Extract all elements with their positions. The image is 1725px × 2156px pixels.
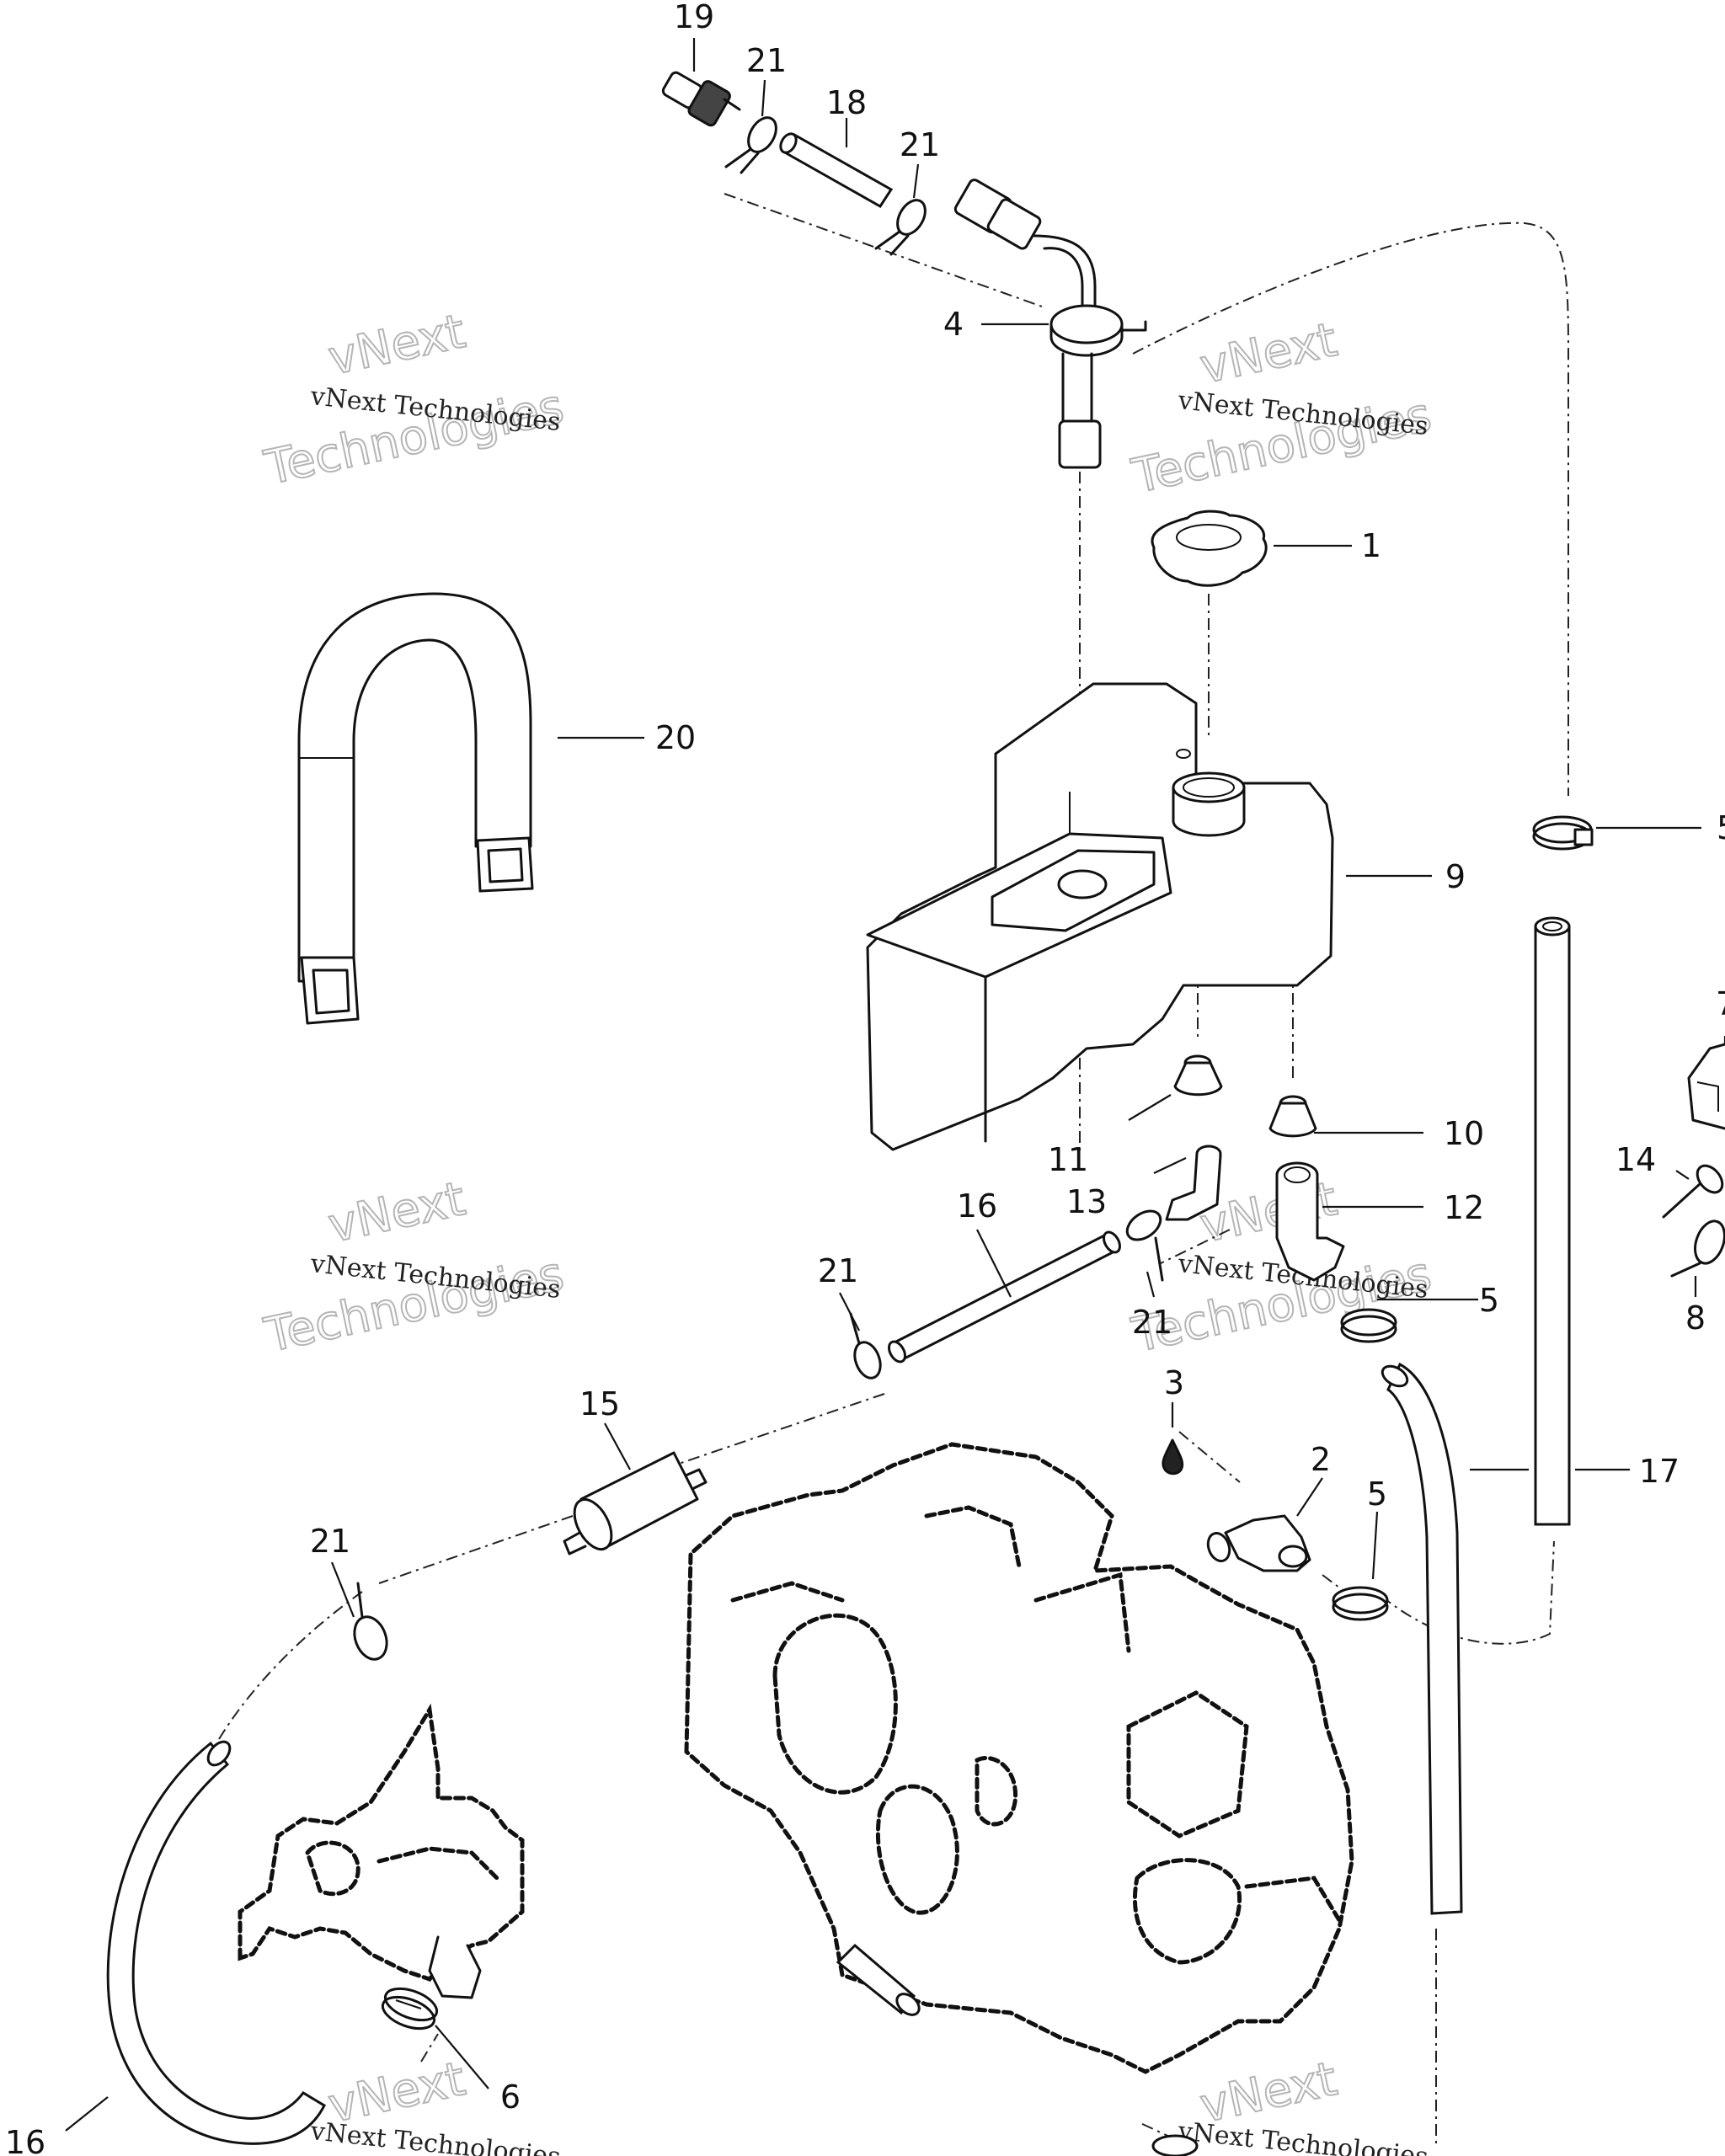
watermark-top-right: vNext Technologies vNext Technologies bbox=[1126, 312, 1436, 505]
callout-2: 2 bbox=[1311, 1441, 1331, 1478]
callout-6: 6 bbox=[500, 2079, 521, 2116]
clip-14 bbox=[1662, 1164, 1724, 1219]
callout-16: 16 bbox=[5, 2124, 45, 2156]
oil-tank-9 bbox=[866, 682, 1334, 1151]
routing-lines bbox=[218, 193, 1569, 2143]
hose-17-bent bbox=[1381, 1362, 1463, 1915]
hose-17 bbox=[1534, 916, 1571, 1526]
callout-4: 4 bbox=[943, 306, 964, 343]
callout-20: 20 bbox=[655, 719, 696, 756]
clamp-5-mid bbox=[1340, 1308, 1397, 1343]
hose-16-curved bbox=[106, 1740, 326, 2145]
watermark-text: vNext Technologies bbox=[308, 2116, 562, 2156]
watermark-brand: vNext bbox=[1195, 312, 1342, 395]
oil-pump-outline bbox=[238, 1703, 525, 1999]
callout-16: 16 bbox=[957, 1187, 997, 1225]
hose-16 bbox=[888, 1230, 1121, 1364]
callout-9: 9 bbox=[1445, 858, 1466, 895]
callout-3: 3 bbox=[1164, 1364, 1184, 1401]
fuel-filter-15 bbox=[563, 1451, 708, 1556]
clamp-21-top bbox=[724, 116, 777, 174]
leader-lines bbox=[65, 38, 1725, 2132]
callout-21: 21 bbox=[818, 1252, 858, 1289]
fitting-19 bbox=[661, 71, 741, 127]
callout-18: 18 bbox=[826, 84, 867, 121]
callout-12: 12 bbox=[1444, 1189, 1484, 1226]
elbow-12 bbox=[1275, 1161, 1345, 1282]
callout-7: 7 bbox=[1716, 985, 1725, 1022]
clamp-5-top-right bbox=[1532, 815, 1594, 851]
callout-15: 15 bbox=[579, 1385, 620, 1422]
elbow-13 bbox=[1165, 1145, 1222, 1221]
clamp-5-low bbox=[1332, 1586, 1389, 1621]
callout-13: 13 bbox=[1066, 1183, 1107, 1220]
level-sensor-4 bbox=[953, 179, 1147, 469]
watermark-bottom-right: vNext vNext Technologies bbox=[1176, 2051, 1429, 2156]
callout-8: 8 bbox=[1685, 1299, 1706, 1337]
watermark-brand: vNext bbox=[323, 1171, 470, 1254]
tie-8 bbox=[1670, 1219, 1725, 1278]
callout-21: 21 bbox=[1132, 1304, 1172, 1341]
callout-5: 5 bbox=[1367, 1476, 1387, 1513]
watermark-mid-left: vNext Technologies vNext Technologies bbox=[259, 1171, 569, 1364]
watermark-top-left: vNext Technologies vNext Technologies bbox=[259, 303, 569, 497]
grommet-10 bbox=[1268, 1095, 1317, 1138]
callout-5: 5 bbox=[1717, 809, 1725, 846]
clamp-21-lower-left bbox=[353, 1582, 388, 1661]
callout-11: 11 bbox=[1048, 1141, 1088, 1178]
clamp-21-mid-right bbox=[1125, 1209, 1164, 1282]
clamp-6 bbox=[381, 1987, 439, 2031]
callout-17: 17 bbox=[1639, 1453, 1680, 1490]
callout-19: 19 bbox=[674, 0, 714, 35]
callout-labels: 19 21 18 21 4 1 20 9 5 7 10 11 13 12 14 … bbox=[5, 0, 1725, 2156]
callout-14: 14 bbox=[1616, 1141, 1656, 1178]
watermark-brand: vNext bbox=[323, 304, 470, 387]
grommet-11 bbox=[1173, 1054, 1223, 1097]
callout-1: 1 bbox=[1361, 527, 1381, 564]
oil-drop-3 bbox=[1162, 1438, 1184, 1476]
callout-21: 21 bbox=[310, 1523, 350, 1560]
strap-20 bbox=[297, 592, 534, 1025]
engine-outline bbox=[684, 1442, 1354, 2074]
callout-5: 5 bbox=[1479, 1282, 1499, 1319]
hose-18 bbox=[779, 132, 894, 208]
tank-cap-1 bbox=[1151, 510, 1268, 587]
watermark-bottom-left: vNext vNext Technologies bbox=[308, 2051, 562, 2156]
clamp-5-bottom bbox=[1151, 2134, 1199, 2156]
callout-10: 10 bbox=[1444, 1115, 1484, 1152]
callout-21: 21 bbox=[900, 126, 940, 163]
banjo-fitting-2 bbox=[1206, 1514, 1311, 1572]
watermark-text: vNext Technologies bbox=[1176, 2116, 1429, 2156]
part-7-partial bbox=[1687, 1043, 1725, 1130]
callout-21: 21 bbox=[746, 42, 787, 79]
clamp-21-top-2 bbox=[874, 199, 927, 256]
